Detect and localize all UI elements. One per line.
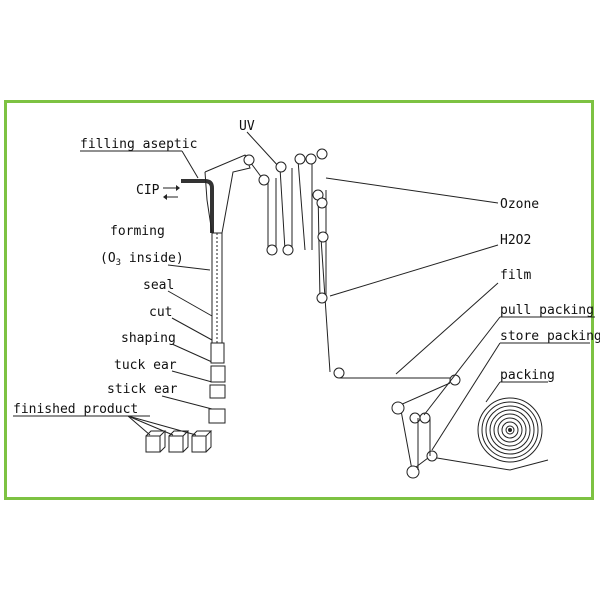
label-filling-aseptic: filling aseptic — [80, 137, 197, 152]
roller — [316, 292, 328, 304]
forming-cone-left — [204, 171, 213, 234]
label-tuck-ear: tuck ear — [114, 358, 177, 373]
leader-filling — [181, 150, 199, 179]
label-cut: cut — [149, 305, 172, 320]
label-stick-ear: stick ear — [107, 382, 178, 397]
leader-store-packing — [431, 342, 501, 451]
leader-seal — [167, 290, 213, 317]
roller — [426, 450, 438, 462]
roller — [266, 244, 278, 256]
finished-product-1 — [145, 430, 167, 453]
roller — [305, 153, 317, 165]
film-web-vertical — [417, 418, 431, 470]
leader-forming — [167, 264, 211, 271]
roller — [243, 154, 255, 166]
roller — [294, 153, 306, 165]
finished-product-2 — [168, 430, 190, 453]
label-ozone: Ozone — [500, 197, 539, 212]
roller — [333, 367, 345, 379]
leader-packing — [485, 381, 501, 403]
label-cip: CIP — [136, 183, 160, 198]
leader-pull-packing — [423, 316, 501, 416]
package-tuck-ear — [209, 384, 226, 399]
leader-uv — [246, 131, 281, 169]
leader-h2o2 — [329, 244, 499, 297]
film-web-lower — [339, 377, 456, 386]
label-finished-product: finished product — [13, 402, 138, 417]
roller — [391, 401, 405, 415]
roller — [316, 197, 328, 209]
label-uv: UV — [239, 119, 255, 134]
leader-tuck-ear — [171, 370, 213, 383]
arrow-head-icon — [163, 194, 167, 200]
label-forming: forming — [110, 224, 165, 239]
finished-product-3 — [191, 430, 213, 453]
roller — [258, 174, 270, 186]
leader-shaping — [171, 343, 213, 363]
film-web — [244, 154, 331, 373]
label-pull-packing: pull packing — [500, 303, 594, 318]
roller — [282, 244, 294, 256]
film-web-unwind — [399, 382, 451, 471]
roller — [317, 231, 329, 243]
package-shaping — [210, 365, 226, 383]
roller — [275, 161, 287, 173]
filling-pipe — [181, 179, 214, 233]
film-to-reel — [436, 457, 549, 471]
label-shaping: shaping — [121, 331, 176, 346]
label-store-packing: store packing — [500, 329, 600, 344]
leader-product-3 — [127, 415, 197, 436]
label-o3-inside: (O3 inside) — [100, 251, 184, 268]
leader-product-1 — [127, 415, 151, 436]
leader-film — [395, 282, 499, 375]
forming-cone — [204, 154, 251, 234]
roller — [406, 465, 420, 479]
label-film: film — [500, 268, 531, 283]
packing-reel — [477, 397, 543, 463]
leader-ozone — [325, 177, 499, 204]
label-packing: packing — [500, 368, 555, 383]
leader-cut — [171, 317, 213, 341]
label-h2o2: H2O2 — [500, 233, 531, 248]
leader-stick-ear — [161, 395, 213, 410]
roller — [316, 148, 328, 160]
arrow-head-icon — [176, 185, 180, 191]
label-seal: seal — [143, 278, 174, 293]
package-stick-ear — [208, 408, 226, 424]
package-cut — [210, 342, 225, 364]
